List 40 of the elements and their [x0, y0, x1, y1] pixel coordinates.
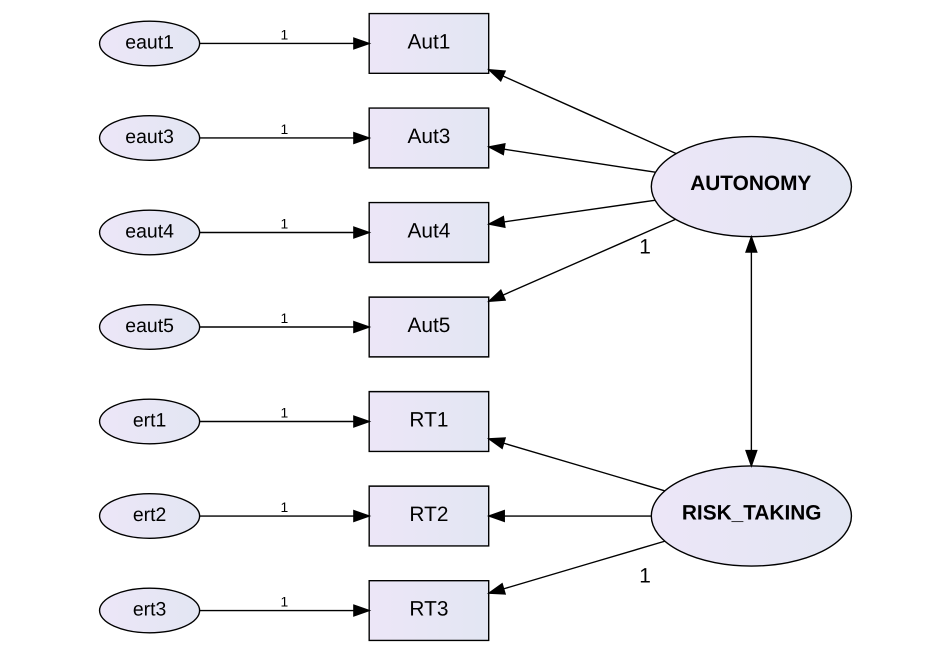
edge-label: 1 — [280, 215, 288, 232]
node-box: Aut5 — [368, 296, 489, 358]
edge-label: 1 — [280, 310, 288, 326]
arrow — [486, 200, 654, 228]
arrow — [199, 226, 371, 239]
arrow — [486, 218, 676, 302]
node-ellipse: AUTONOMY — [650, 136, 852, 238]
edge-label: 1 — [280, 26, 288, 42]
node-box: Aut1 — [368, 12, 489, 74]
node-box: Aut3 — [368, 107, 489, 169]
arrow — [199, 320, 371, 334]
arrow — [744, 234, 758, 468]
node-ellipse: eaut5 — [98, 304, 200, 350]
arrow — [199, 604, 371, 617]
node-ellipse: eaut3 — [98, 115, 200, 161]
edge-label: 1 — [280, 404, 288, 420]
node-box: RT2 — [368, 485, 489, 547]
arrow — [199, 415, 371, 428]
arrow — [486, 510, 650, 522]
arrow — [199, 37, 371, 50]
node-ellipse: RISK_TAKING — [650, 465, 852, 567]
node-ellipse: ert1 — [98, 398, 200, 444]
arrow — [486, 143, 655, 173]
node-box: Aut4 — [368, 202, 489, 264]
node-ellipse: ert2 — [98, 493, 200, 539]
node-ellipse: ert3 — [98, 588, 200, 634]
edge-label: 1 — [280, 120, 288, 137]
edge-label: 1 — [280, 593, 288, 610]
node-label: 1 — [638, 235, 650, 258]
arrow — [486, 540, 664, 595]
node-label: 1 — [638, 564, 650, 588]
node-box: RT1 — [368, 390, 489, 452]
arrow — [199, 132, 371, 144]
edge-label: 1 — [280, 498, 288, 515]
node-ellipse: eaut1 — [98, 20, 200, 66]
arrow — [486, 437, 664, 492]
arrow — [199, 510, 371, 522]
node-box: RT3 — [368, 580, 489, 642]
node-ellipse: eaut4 — [98, 210, 200, 256]
arrow — [486, 68, 676, 154]
